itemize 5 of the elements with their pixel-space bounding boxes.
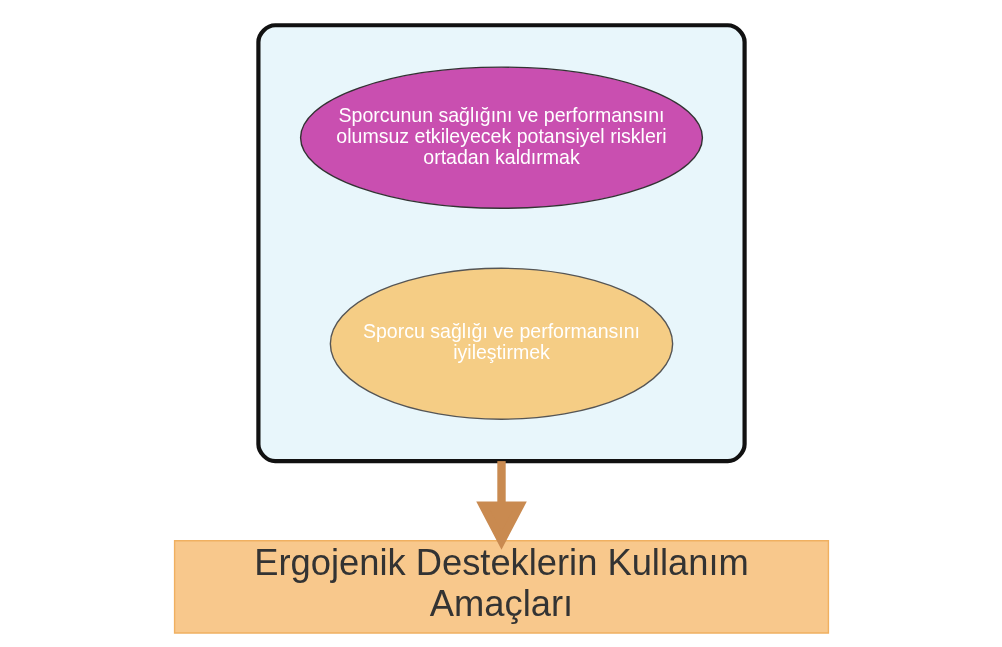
node-ellipse: Sporcu sağlığı ve performansını iyileştirmek [329,267,673,420]
arrow [475,461,527,550]
cluster [255,23,747,464]
node-box: Ergojenik Desteklerin Kullanım Amaçları [173,540,829,634]
node-ellipse: Sporcunun sağlığını ve performansını olumsuz etkileyecek potansiyel riskleri ortadan kaldırmak [299,66,703,209]
